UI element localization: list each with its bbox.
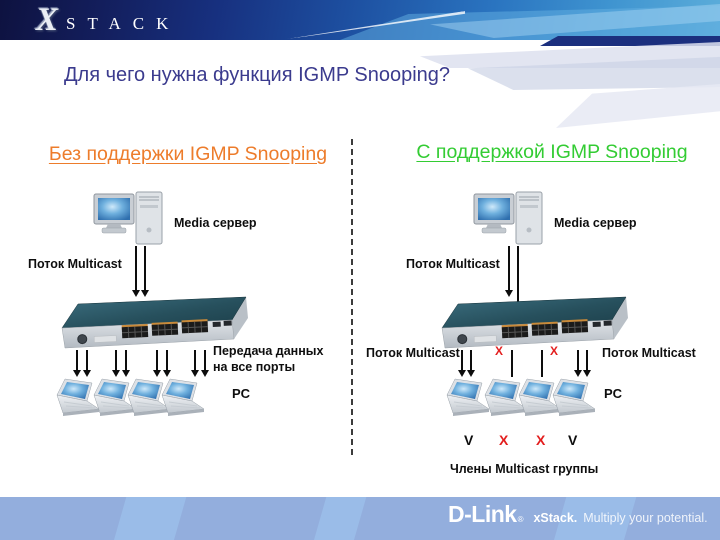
stream-label: Поток Multicast	[406, 257, 500, 271]
port-arrow	[582, 350, 591, 377]
dlink-logo: D-Link	[448, 501, 517, 527]
footer-tagline: Multiply your potential.	[583, 511, 708, 525]
page-title: Для чего нужна функция IGMP Snooping?	[64, 64, 451, 86]
multicast-stream-arrow	[504, 246, 513, 297]
top-banner: X STACK	[0, 0, 720, 40]
laptop-icon	[93, 378, 137, 416]
port-arrow	[162, 350, 171, 377]
column-divider	[351, 139, 353, 455]
stream-label-below-right: Поток Multicast	[602, 346, 696, 360]
laptop-icon	[518, 378, 562, 416]
laptop-icon	[161, 378, 205, 416]
switch-icon	[441, 296, 628, 349]
broadcast-label-line1: Передача данных	[213, 344, 324, 358]
banner-edge	[540, 36, 720, 46]
pc-label: PC	[232, 386, 251, 401]
port-arrow	[82, 350, 91, 377]
laptop-icon	[127, 378, 171, 416]
broadcast-label-line2: на все порты	[213, 360, 296, 374]
membership-mark: V	[464, 432, 474, 448]
port-arrow	[466, 350, 475, 377]
multicast-stream-arrow	[140, 246, 149, 297]
heading-with-igmp: С поддержкой IGMP Snooping	[416, 141, 688, 163]
blocked-x-mark: X	[550, 344, 559, 358]
footer-brand-row: D-Link® xStack. Multiply your potential.	[448, 501, 708, 528]
stream-label: Поток Multicast	[28, 257, 122, 271]
laptop-icon	[552, 378, 596, 416]
heading-without-igmp: Без поддержки IGMP Snooping	[48, 143, 328, 165]
media-server-icon	[93, 191, 163, 245]
laptop-icon	[484, 378, 528, 416]
port-arrow	[111, 350, 120, 377]
blocked-port-line	[541, 350, 543, 377]
footer-banner: D-Link® xStack. Multiply your potential.	[0, 497, 720, 540]
port-arrow	[190, 350, 199, 377]
footer-product: xStack.	[533, 511, 578, 525]
media-server-label: Media сервер	[554, 216, 637, 230]
pc-label: PC	[604, 386, 623, 401]
laptop-icon	[446, 378, 490, 416]
membership-mark: X	[499, 432, 509, 448]
membership-mark: X	[536, 432, 546, 448]
switch-icon	[61, 296, 248, 349]
multicast-stream-arrow	[131, 246, 140, 297]
port-arrow	[152, 350, 161, 377]
registered-mark: ®	[517, 515, 524, 524]
stream-label-below-left: Поток Multicast	[366, 346, 460, 360]
port-arrow	[573, 350, 582, 377]
footer-streak	[111, 497, 189, 540]
corner-decoration	[556, 84, 720, 128]
logo-x-icon: X	[36, 2, 59, 38]
port-arrow	[72, 350, 81, 377]
xstack-logo: X STACK	[36, 2, 180, 39]
media-server-icon	[473, 191, 543, 245]
port-arrow	[457, 350, 466, 377]
laptop-icon	[56, 378, 100, 416]
port-arrow	[121, 350, 130, 377]
footer-streak	[311, 497, 369, 540]
membership-mark: V	[568, 432, 578, 448]
port-arrow	[200, 350, 209, 377]
multicast-stream-line	[517, 246, 519, 303]
blocked-x-mark: X	[495, 344, 504, 358]
membership-label: Члены Multicast группы	[450, 462, 599, 476]
media-server-label: Media сервер	[174, 216, 257, 230]
blocked-port-line	[511, 350, 513, 377]
logo-word: STACK	[66, 13, 181, 33]
